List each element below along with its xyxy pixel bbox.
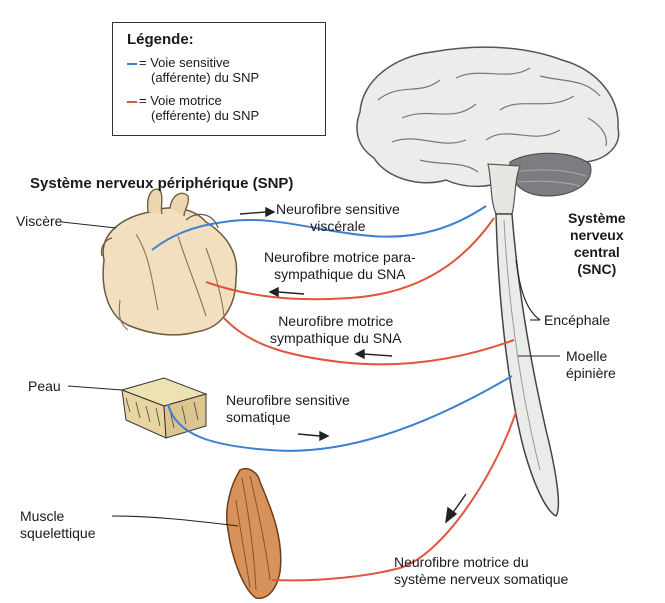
label-encephale: Encéphale [544, 312, 610, 328]
snc-title: Système nerveux central (SNC) [568, 210, 626, 278]
heart-icon [101, 189, 236, 335]
sympathetic-line2: sympathique du SNA [270, 330, 402, 346]
somatic-sensory-line1: Neurofibre sensitive [226, 392, 350, 408]
somatic-sensory-line2: somatique [226, 409, 291, 425]
legend-title: Légende: [127, 31, 194, 48]
label-moelle-line2: épinière [566, 365, 616, 381]
somatic-motor-line1: Neurofibre motrice du [394, 554, 529, 570]
legend-motor: = Voie motrice(efférente) du SNP [127, 93, 259, 123]
sympathetic-line1: Neurofibre motrice [278, 313, 393, 329]
label-moelle: Moelle épinière [566, 348, 616, 382]
brain-icon [357, 47, 619, 214]
label-viscere: Viscère [16, 213, 62, 229]
label-parasympathetic: Neurofibre motrice para- sympathique du … [264, 249, 416, 283]
snc-line1: Système [568, 210, 626, 226]
label-muscle-line1: Muscle [20, 508, 64, 524]
snc-line4: (SNC) [577, 261, 616, 277]
snp-title: Système nerveux périphérique (SNP) [30, 176, 293, 192]
skin-icon [122, 378, 206, 438]
label-somatic-motor: Neurofibre motrice du système nerveux so… [394, 554, 568, 588]
legend-sensory: = Voie sensitive(afférente) du SNP [127, 55, 259, 85]
legend-sensory-line1: = Voie sensitive [139, 55, 230, 70]
motor-line-icon [127, 101, 137, 103]
sensory-line-icon [127, 63, 137, 65]
label-peau: Peau [28, 378, 61, 394]
label-moelle-line1: Moelle [566, 348, 607, 364]
legend-sensory-line2: (afférente) du SNP [139, 70, 259, 85]
visceral-sensory-line1: Neurofibre sensitive [276, 201, 400, 217]
parasympathetic-line1: Neurofibre motrice para- [264, 249, 416, 265]
visceral-sensory-line2: viscérale [310, 218, 365, 234]
legend-motor-line1: = Voie motrice [139, 93, 222, 108]
label-sympathetic: Neurofibre motrice sympathique du SNA [270, 313, 402, 347]
snc-line3: central [574, 244, 620, 260]
legend-motor-line2: (efférente) du SNP [139, 108, 259, 123]
parasympathetic-line2: sympathique du SNA [274, 266, 406, 282]
snc-line2: nerveux [570, 227, 624, 243]
somatic-motor-line2: système nerveux somatique [394, 571, 568, 587]
spinal-cord-icon [496, 214, 558, 516]
label-muscle-line2: squelettique [20, 525, 96, 541]
label-muscle: Muscle squelettique [20, 508, 96, 542]
muscle-icon [227, 469, 281, 599]
legend-box: Légende: = Voie sensitive(afférente) du … [112, 22, 326, 136]
label-somatic-sensory: Neurofibre sensitive somatique [226, 392, 350, 426]
label-visceral-sensory: Neurofibre sensitive viscérale [276, 201, 400, 235]
